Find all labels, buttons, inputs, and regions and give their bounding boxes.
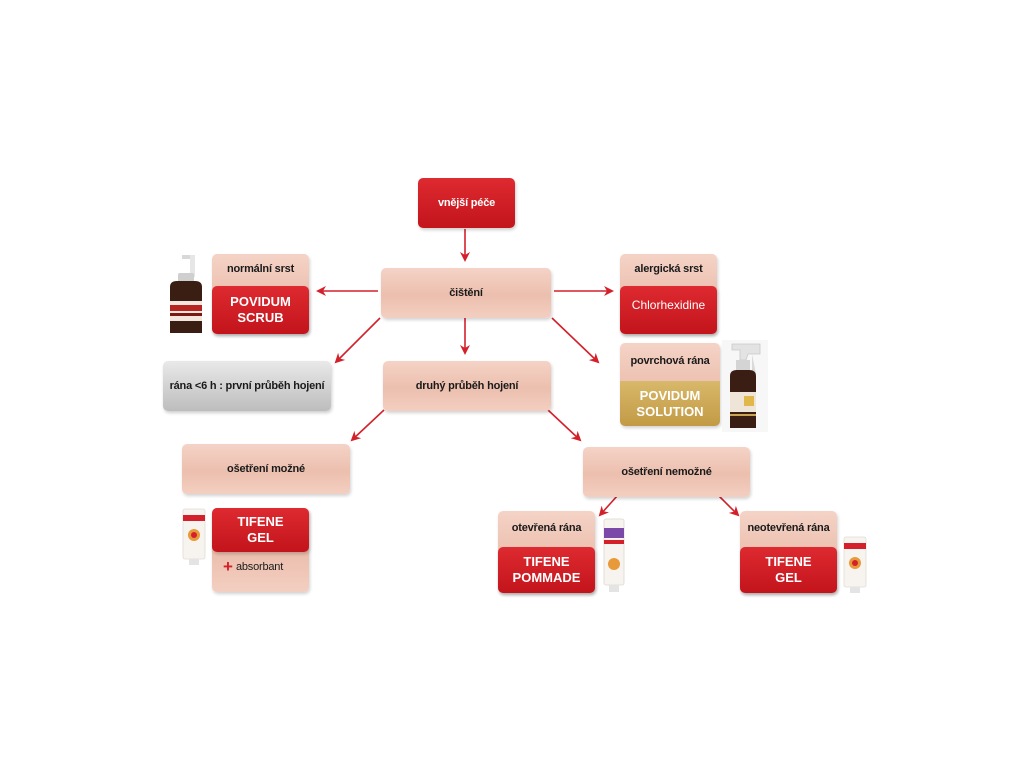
node-treatment-possible: ošetření možné bbox=[182, 444, 350, 494]
closed-wound-label: neotevřená rána bbox=[747, 522, 830, 534]
node-root: vnější péče bbox=[418, 178, 515, 228]
arrow-cleaning-to-surface bbox=[551, 317, 600, 364]
tifene-gel-right-line1: TIFENE bbox=[765, 554, 812, 569]
product-tifene-gel-left: TIFENE GEL bbox=[212, 508, 309, 552]
arrow-impossible-to-open bbox=[598, 494, 619, 517]
second-phase-label: druhý průběh hojení bbox=[415, 380, 519, 392]
root-label: vnější péče bbox=[437, 197, 496, 209]
product-tifene-gel-right: TIFENE GEL bbox=[740, 547, 837, 593]
normal-coat-label: normální srst bbox=[226, 263, 295, 275]
treatment-impossible-label: ošetření nemožné bbox=[621, 466, 712, 478]
tifene-gel-left-line2: GEL bbox=[247, 530, 274, 545]
tifene-pommade-line1: TIFENE bbox=[523, 554, 570, 569]
spray-bottle-image bbox=[722, 340, 768, 432]
plus-icon: + bbox=[223, 557, 233, 576]
tifene-gel-right-line2: GEL bbox=[775, 570, 802, 585]
povidum-solution-line1: POVIDUM bbox=[639, 387, 701, 403]
povidum-scrub-line2: SCRUB bbox=[237, 310, 284, 325]
node-second-phase: druhý průběh hojení bbox=[383, 361, 551, 411]
node-closed-wound: neotevřená rána TIFENE GEL bbox=[740, 511, 837, 593]
tifene-pommade-tube-image bbox=[603, 518, 625, 592]
open-wound-label: otevřená rána bbox=[511, 522, 582, 534]
product-povidum-scrub: POVIDUM SCRUB bbox=[212, 286, 309, 334]
arrow-second-to-possible bbox=[350, 409, 385, 442]
arrow-impossible-to-closed bbox=[717, 494, 740, 517]
product-povidum-solution: POVIDUM SOLUTION bbox=[620, 381, 720, 426]
cleaning-label: čištění bbox=[449, 287, 483, 299]
tifene-gel-tube-right-image bbox=[843, 536, 867, 593]
node-surface-wound: povrchová rána POVIDUM SOLUTION bbox=[620, 343, 720, 426]
surface-wound-label: povrchová rána bbox=[630, 355, 710, 367]
product-tifene-pommade: TIFENE POMMADE bbox=[498, 547, 595, 593]
absorbant-label: absorbant bbox=[235, 561, 284, 573]
pump-bottle-image bbox=[170, 255, 202, 333]
tifene-pommade-line2: POMMADE bbox=[512, 570, 581, 585]
node-open-wound: otevřená rána TIFENE POMMADE bbox=[498, 511, 595, 593]
povidum-scrub-line1: POVIDUM bbox=[230, 294, 291, 309]
povidum-solution-line2: SOLUTION bbox=[636, 403, 704, 419]
treatment-possible-label: ošetření možné bbox=[227, 463, 305, 475]
tifene-gel-tube-left-image bbox=[182, 508, 206, 565]
product-chlorhexidine: Chlorhexidine bbox=[620, 286, 717, 334]
wound-under-6h-label: rána <6 h : první průběh hojení bbox=[169, 380, 325, 392]
tifene-gel-left-line1: TIFENE bbox=[237, 514, 284, 529]
node-allergic-coat: alergická srst Chlorhexidine bbox=[620, 254, 717, 334]
node-cleaning: čištění bbox=[381, 268, 551, 318]
node-wound-under-6h: rána <6 h : první průběh hojení bbox=[163, 361, 331, 411]
arrow-second-to-impossible bbox=[547, 409, 582, 442]
allergic-coat-label: alergická srst bbox=[634, 263, 703, 275]
absorbant-row: + absorbant bbox=[223, 557, 283, 577]
chlorhexidine-label: Chlorhexidine bbox=[631, 298, 706, 312]
node-treatment-impossible: ošetření nemožné bbox=[583, 447, 750, 497]
node-normal-coat: normální srst POVIDUM SCRUB bbox=[212, 254, 309, 334]
arrow-cleaning-to-under6h bbox=[334, 317, 381, 364]
node-tifene-gel-absorbant: TIFENE GEL + absorbant bbox=[212, 508, 309, 592]
